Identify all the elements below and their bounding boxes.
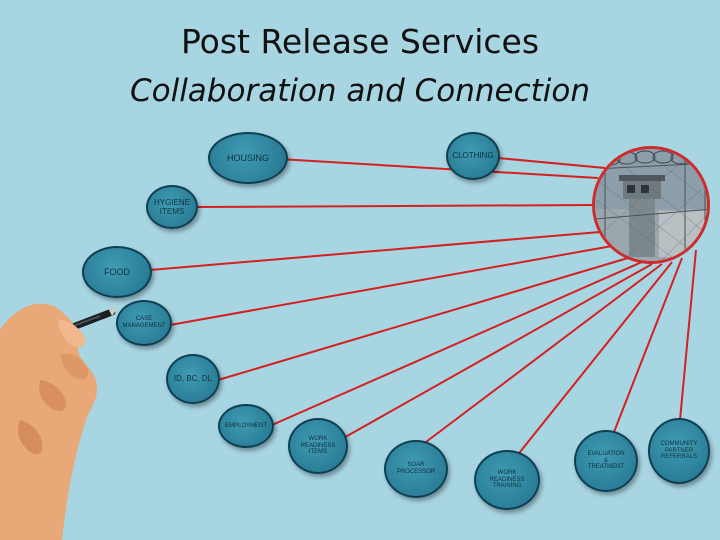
node-evaluation-treatment-label: EVALUATION & TREATMENT [587,450,625,471]
connector-employment [271,261,643,426]
node-food-label: FOOD [104,266,130,277]
connector-case-management [169,245,613,326]
hand-with-pen-image [0,303,118,540]
node-employment: EMPLOYMENT [218,404,274,448]
node-case-management-label: CASE MANAGEMENT [122,316,166,329]
node-housing-label: HOUSING [226,152,269,163]
node-work-readiness-items: WORK READINESS ITEMS [288,418,348,474]
connector-community-partner-referrals [679,249,697,421]
slide-subtitle: Collaboration and Connection [129,73,591,109]
connector-clothing [497,157,606,169]
connector-work-readiness-items [339,263,653,441]
node-hygiene-items: HYGIENE ITEMS [146,185,198,229]
connector-food [149,231,601,271]
node-employment-label: EMPLOYMENT [224,422,267,429]
node-community-partner-referrals: COMMUNITY PARTNER REFERRALS [648,418,710,484]
node-soar-processor: SOAR PROCESSOR [384,440,448,498]
connector-hygiene [195,204,597,208]
node-food: FOOD [82,246,152,298]
node-id-bc-dl: ID, BC, DL [166,354,220,404]
connector-housing [261,157,599,179]
node-clothing-label: CLOTHING [452,151,494,161]
node-hygiene-items-label: HYGIENE ITEMS [153,197,190,216]
node-evaluation-treatment: EVALUATION & TREATMENT [574,430,638,492]
node-work-readiness-items-label: WORK READINESS ITEMS [300,435,336,456]
node-work-readiness-training: WORK READINESS TRAINING [474,450,540,510]
node-case-management: CASE MANAGEMENT [116,300,172,346]
slide-title: Post Release Services [180,22,540,61]
node-id-bc-dl-label: ID, BC, DL [173,374,213,384]
node-housing: HOUSING [208,132,288,184]
connector-soar-processor [417,263,663,449]
node-work-readiness-training-label: WORK READINESS TRAINING [489,469,525,490]
prison-watchtower-image [592,146,710,264]
connector-id-bc-dl [217,257,629,381]
node-soar-processor-label: SOAR PROCESSOR [396,462,436,475]
connector-work-readiness-training [511,261,673,463]
node-clothing: CLOTHING [446,132,500,180]
connector-evaluation-treatment [613,257,683,433]
node-community-partner-referrals-label: COMMUNITY PARTNER REFERRALS [660,440,698,461]
